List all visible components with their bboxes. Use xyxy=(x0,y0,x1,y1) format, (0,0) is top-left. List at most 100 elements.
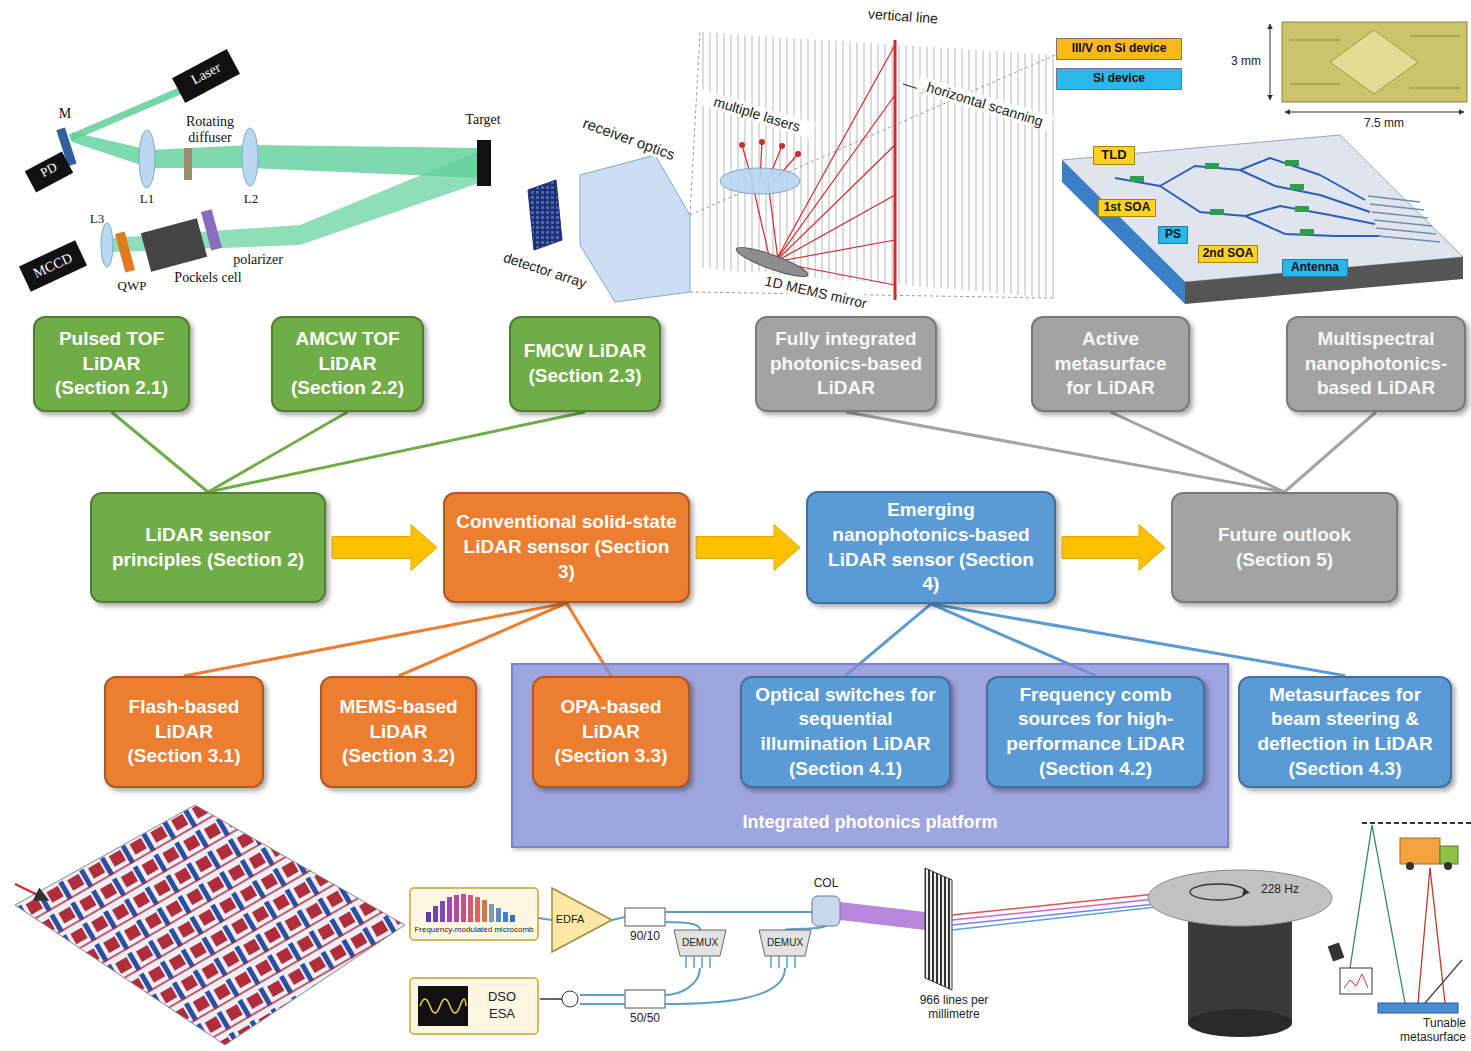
part-label: receiver optics xyxy=(571,110,688,167)
illustration-part xyxy=(454,895,459,922)
illustration-part xyxy=(1374,220,1432,226)
illustration-part xyxy=(759,139,765,145)
illustration-part xyxy=(115,231,135,272)
illustration-part xyxy=(528,32,1055,302)
box-label: Emerging nanophotonics-based LiDAR senso… xyxy=(817,498,1045,597)
flow-arrow xyxy=(1062,525,1165,571)
connector-line xyxy=(1285,412,1377,492)
illustration-part xyxy=(420,999,466,1013)
illustration-part xyxy=(141,218,207,272)
part-label: detector array xyxy=(493,246,597,293)
box-label: Pulsed TOF LiDAR (Section 2.1) xyxy=(44,327,179,401)
illustration-part xyxy=(690,55,1055,215)
connector-line xyxy=(846,412,1285,492)
illustration-part xyxy=(1115,158,1380,236)
illustration-part xyxy=(1285,160,1299,166)
illustration-part xyxy=(1160,166,1240,186)
box-label: Future outlook (Section 5) xyxy=(1182,523,1387,572)
box-label: Active metasurface for LiDAR xyxy=(1042,327,1179,401)
illustration-part xyxy=(1320,195,1370,212)
section-box: Future outlook (Section 5) xyxy=(1171,492,1398,603)
illustration-part xyxy=(1376,228,1436,234)
callout-label: 2nd SOA xyxy=(1198,245,1258,263)
illustration-part xyxy=(1270,24,1271,100)
illustration-part xyxy=(1245,216,1335,236)
illustration-part xyxy=(580,994,625,996)
illustration-part xyxy=(739,142,745,148)
box-label: Multispectral nanophotonics-based LiDAR xyxy=(1297,327,1455,401)
illustration-part xyxy=(786,956,788,968)
illustration-part xyxy=(665,968,785,1004)
section-box: LiDAR sensor principles (Section 2) xyxy=(90,492,326,603)
illustration-part xyxy=(1295,206,1309,212)
illustration-part xyxy=(482,900,487,922)
illustration-part xyxy=(1406,862,1414,870)
section-box: Frequency comb sources for high-performa… xyxy=(986,676,1205,789)
box-label: MEMS-based LiDAR (Section 3.2) xyxy=(331,695,466,769)
callout-label: 1st SOA xyxy=(1098,199,1156,217)
legend-text: Si device xyxy=(1093,72,1145,85)
illustration-part xyxy=(1242,888,1250,895)
illustration-part xyxy=(1410,88,1460,89)
illustration-part xyxy=(1290,184,1304,190)
part-label: PD xyxy=(27,154,71,187)
section-box: Flash-based LiDAR (Section 3.1) xyxy=(104,676,264,788)
part-label: Pockels cell xyxy=(160,270,256,286)
legend-swatch: III/V on Si device xyxy=(1056,38,1182,60)
section-box: Optical switches for sequential illumina… xyxy=(740,676,951,789)
section-box: FMCW LiDAR (Section 2.3) xyxy=(509,316,661,412)
illustration-part xyxy=(1378,236,1440,242)
section-box: MEMS-based LiDAR (Section 3.2) xyxy=(320,676,477,788)
illustration-part xyxy=(418,986,468,1026)
section-box: Conventional solid-state LiDAR sensor (S… xyxy=(443,492,690,603)
illustration-part xyxy=(72,132,482,178)
connector-line xyxy=(1111,412,1285,492)
illustration-part xyxy=(1282,22,1467,102)
illustration-part xyxy=(410,868,1165,1034)
part-label: MCCD xyxy=(22,246,85,287)
illustration-part xyxy=(1240,158,1320,175)
box-label: Optical switches for sequential illumina… xyxy=(751,683,940,782)
illustration-part xyxy=(1368,196,1440,242)
part-label: QWP xyxy=(110,279,154,294)
illustration-part xyxy=(440,901,445,922)
illustration-part xyxy=(1350,825,1372,968)
part-label: 90/10 xyxy=(623,930,667,944)
box-label: FMCW LiDAR (Section 2.3) xyxy=(520,339,650,388)
part-label: 1D MEMS mirror xyxy=(756,271,877,314)
illustration-part xyxy=(612,917,625,920)
callout-label: PS xyxy=(1158,226,1188,244)
part-label: 966 lines per millimetre xyxy=(902,994,1006,1022)
illustration-part xyxy=(184,148,192,180)
illustration-part xyxy=(701,956,703,968)
illustration-part xyxy=(775,45,895,262)
illustration-part xyxy=(19,240,87,292)
illustration-part xyxy=(19,49,491,292)
part-label: 50/50 xyxy=(623,1012,667,1026)
section-box: Pulsed TOF LiDAR (Section 2.1) xyxy=(33,316,190,412)
illustration-part xyxy=(840,902,925,930)
illustration-part xyxy=(580,155,690,302)
illustration-part xyxy=(426,912,431,922)
illustration-part xyxy=(625,990,665,1008)
illustration-part xyxy=(665,911,812,913)
illustration-part xyxy=(580,1003,625,1005)
platform-band: Integrated photonics platformOPA-based L… xyxy=(511,663,1229,848)
illustration-part xyxy=(1440,846,1458,864)
illustration-part xyxy=(665,922,700,930)
part-label: 228 Hz xyxy=(1250,883,1310,897)
illustration-part xyxy=(720,168,800,194)
box-label: OPA-based LiDAR (Section 3.3) xyxy=(543,695,679,769)
illustration-part xyxy=(528,180,562,250)
illustration-part xyxy=(1210,209,1224,215)
illustration-part xyxy=(742,45,895,285)
illustration-part xyxy=(510,915,515,922)
flow-arrow xyxy=(332,525,437,571)
connector-line xyxy=(184,603,567,676)
part-label: L2 xyxy=(238,192,264,207)
illustration-part xyxy=(540,998,562,1000)
illustration-part xyxy=(242,128,258,186)
section-box: AMCW TOF LiDAR (Section 2.2) xyxy=(271,316,424,412)
illustration-part xyxy=(952,893,1165,930)
